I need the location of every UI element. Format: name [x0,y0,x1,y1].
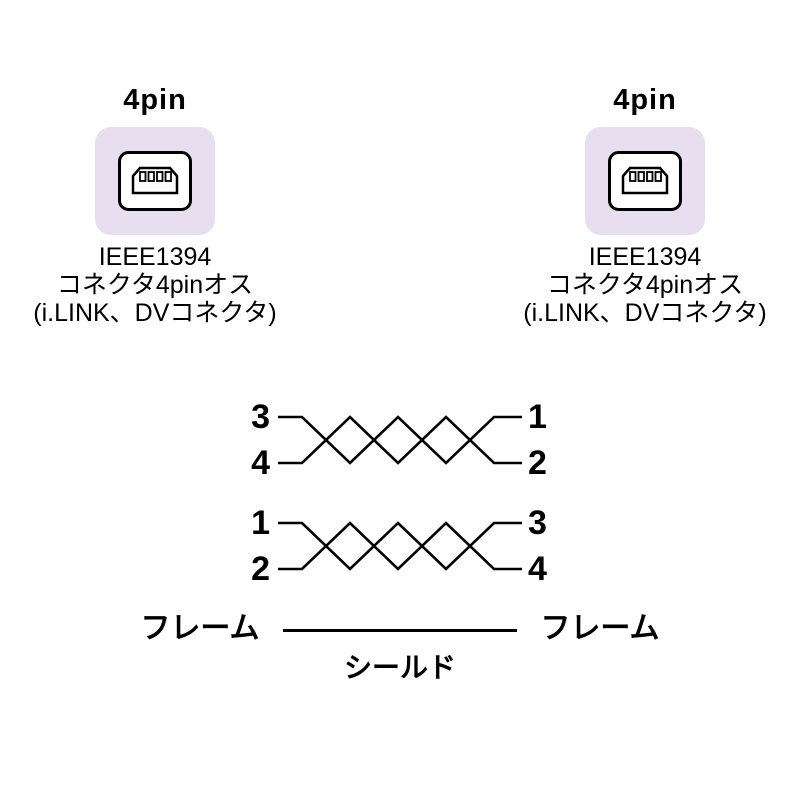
pair1-right-pin-1: 1 [528,398,547,436]
desc-line-3: (i.LINK、DVコネクタ) [523,299,767,327]
connector-icon-box-right [585,127,705,235]
pair1-left-pin-3: 3 [251,398,270,436]
connector-right: 4pin IEEE1394 コネクタ4pinオス (i.LINK、DVコネクタ) [490,84,800,327]
desc-line-3: (i.LINK、DVコネクタ) [33,299,277,327]
connector-desc-left: IEEE1394 コネクタ4pinオス (i.LINK、DVコネクタ) [0,243,310,327]
shield-label: シールド [343,652,456,683]
ieee1394-4pin-connector-icon [608,151,682,211]
pair2-left-pin-2: 2 [251,550,270,588]
desc-line-1: IEEE1394 [588,243,702,271]
pair2-right-pin-4: 4 [528,550,547,588]
pair2-left-pin-1: 1 [251,504,270,542]
frame-label-right: フレーム [540,612,660,645]
twisted-pair-2 [278,521,522,571]
connector-left: 4pin IEEE1394 コネクタ4pinオス (i.LINK、DVコネクタ) [0,84,310,327]
twisted-pair-1 [278,415,522,465]
pin-count-label-left: 4pin [123,84,187,116]
connector-icon-box-left [95,127,215,235]
desc-line-2: コネクタ4pinオス [546,271,744,299]
desc-line-1: IEEE1394 [98,243,212,271]
pin-count-label-right: 4pin [613,84,677,116]
shield-wire-line [283,629,517,632]
pair2-right-pin-3: 3 [528,504,547,542]
ieee1394-4pin-connector-icon [118,151,192,211]
frame-label-left: フレーム [140,612,260,645]
pair1-left-pin-4: 4 [251,444,270,482]
connector-desc-right: IEEE1394 コネクタ4pinオス (i.LINK、DVコネクタ) [490,243,800,327]
desc-line-2: コネクタ4pinオス [56,271,254,299]
pair1-right-pin-2: 2 [528,444,547,482]
